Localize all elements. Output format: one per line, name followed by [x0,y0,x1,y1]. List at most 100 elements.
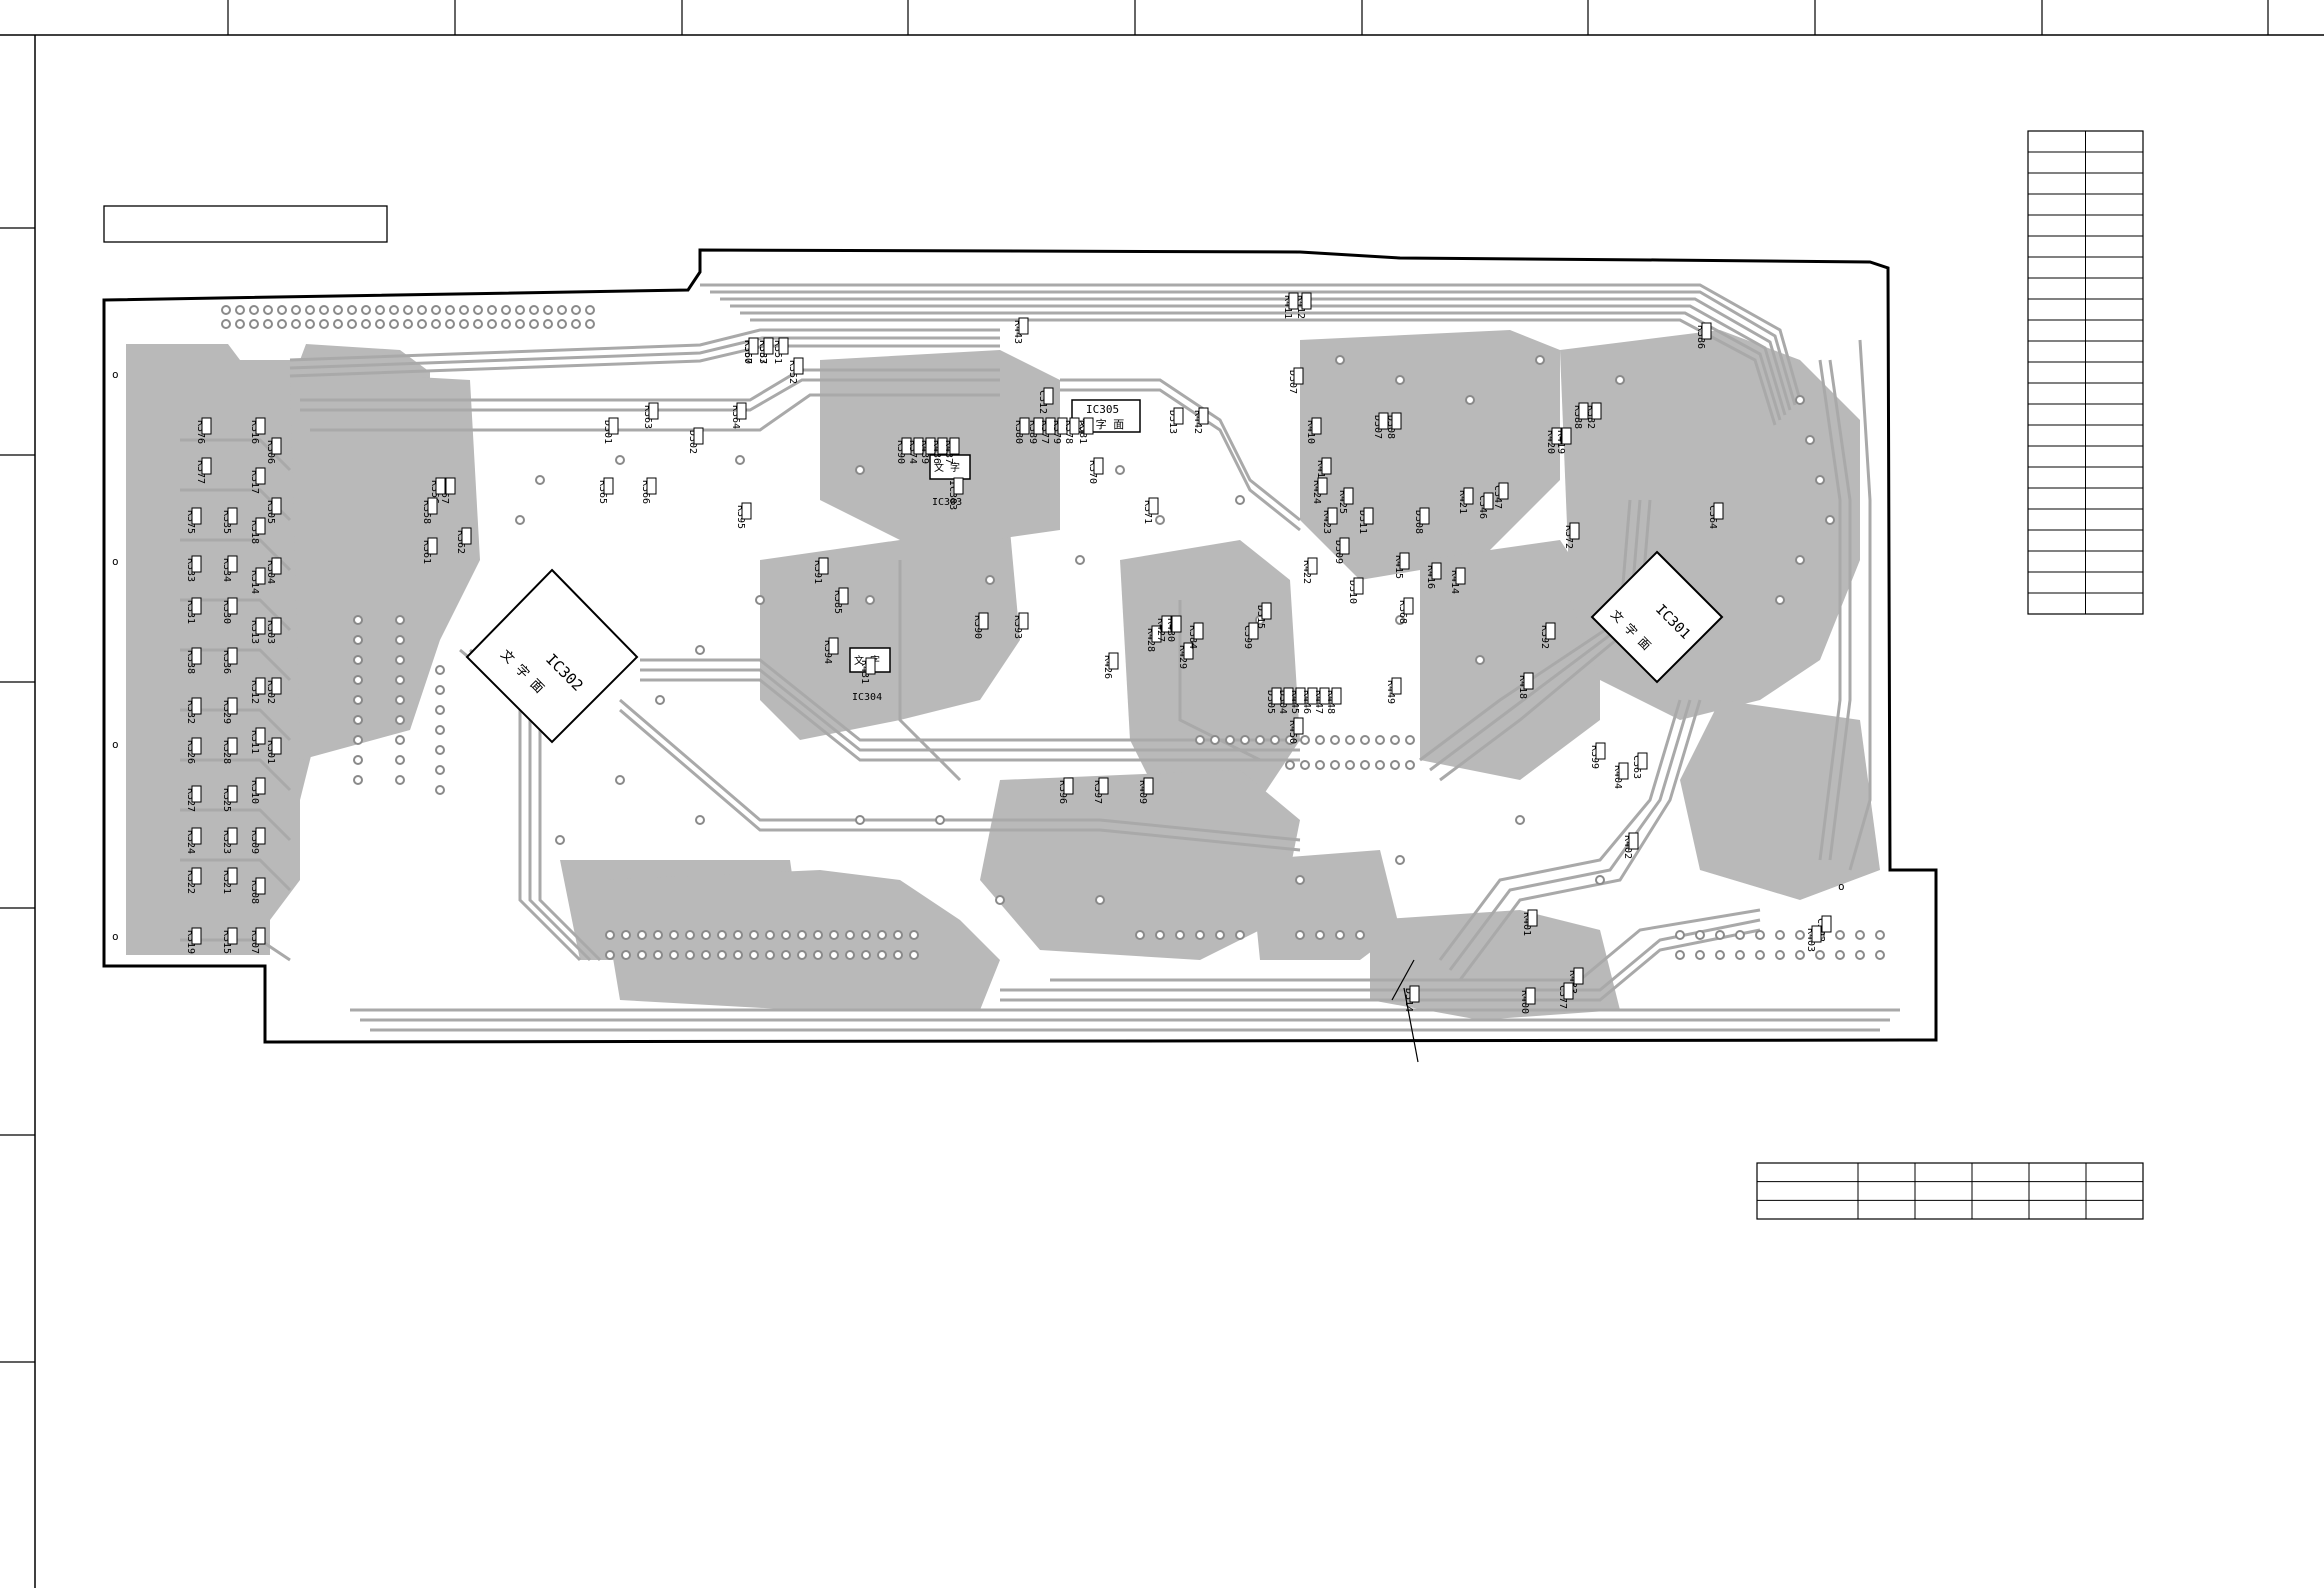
component-body [1019,417,1030,435]
component-body [191,597,202,615]
component-body [1063,777,1074,795]
component-body [778,337,789,355]
component-label: R390 [972,615,983,639]
component-label: D315 [1255,605,1266,629]
component-body [191,867,202,885]
component-label: R380 [1013,420,1024,444]
component-label: R312 [249,680,260,704]
component-body [1339,537,1350,555]
component-label: R372 [1563,525,1574,549]
component-label: R362 [455,530,466,554]
component-body [255,777,266,795]
component-label: R310 [249,780,260,804]
component-label: R421 [1457,490,1468,514]
component-body [1045,417,1056,435]
component-label: R306 [265,440,276,464]
component-body [255,727,266,745]
component-label: R447 [1313,690,1324,714]
component-body [1713,502,1724,520]
svg-text:o: o [1838,880,1845,893]
component-label: R400 [1519,990,1530,1014]
component-label: R443 [1012,320,1023,344]
component-body [1391,677,1402,695]
component-label: R397 [1092,780,1103,804]
component-body [191,507,202,525]
component-body [1431,562,1442,580]
component-body [1363,507,1374,525]
component-label: R415 [1393,555,1404,579]
component-label: R325 [221,788,232,812]
component-label: R313 [249,620,260,644]
component-body [1151,625,1162,643]
component-body [648,402,659,420]
component-body [255,417,266,435]
component-label: R389 [1027,420,1038,444]
component-label: R396 [1057,780,1068,804]
component-body [1093,457,1104,475]
component-label: R358 [421,500,432,524]
component-label: D307 [1372,415,1383,439]
component-label: R376 [195,420,206,444]
svg-text:o: o [112,555,119,568]
component-label: D308 [1385,415,1396,439]
component-label: R413 [1315,460,1326,484]
component-label: R445 [1289,690,1300,714]
component-body [201,417,212,435]
component-body [1409,985,1420,1003]
svg-text:o: o [112,930,119,943]
component-label: R377 [195,460,206,484]
component-label: R448 [1325,690,1336,714]
component-body [1083,417,1094,435]
component-body [201,457,212,475]
component-label: R334 [221,558,232,582]
component-body [1183,642,1194,660]
component-label: R449 [1385,680,1396,704]
component-label: R338 [185,650,196,674]
component-body [763,337,774,355]
component-label: R386 [1695,325,1706,349]
component-label: C347 [1492,485,1503,509]
component-body [1148,497,1159,515]
component-label: R377 [1039,420,1050,444]
component-label: D302 [687,430,698,454]
component-body [1295,687,1306,705]
component-label: R311 [249,730,260,754]
drawing-frame [0,34,2324,1588]
side-table [2027,130,2144,615]
component-body [736,402,747,420]
component-label: R336 [221,650,232,674]
component-body [191,827,202,845]
bottom-table [1756,1162,2144,1220]
c399-leader [1391,959,1419,1063]
component-label: R387 [757,340,768,364]
component-label: R446 [1301,690,1312,714]
component-label: R371 [1142,500,1153,524]
component-label: R352 [787,360,798,384]
component-body [1018,612,1029,630]
component-label: R332 [185,700,196,724]
component-label: R326 [185,740,196,764]
component-body [1561,427,1572,445]
component-body [227,697,238,715]
component-body [255,617,266,635]
component-label: R307 [249,930,260,954]
component-label: R303 [265,620,276,644]
component-label: IC303 [947,480,958,510]
component-body [1578,402,1589,420]
component-label: R425 [1337,490,1348,514]
component-body [1353,577,1364,595]
component-label: R335 [221,510,232,534]
component-label: R418 [1517,675,1528,699]
component-body [1455,567,1466,585]
component-body [1161,615,1172,633]
component-body [271,617,282,635]
component-body [1483,492,1494,510]
component-label: R368 [1397,600,1408,624]
component-body [978,612,989,630]
component-label: C364 [1707,505,1718,529]
component-label: D307 [1287,370,1298,394]
component-label: R391 [812,560,823,584]
component-label: R317 [249,470,260,494]
component-body [1327,507,1338,525]
component-label: R442 [1192,410,1203,434]
